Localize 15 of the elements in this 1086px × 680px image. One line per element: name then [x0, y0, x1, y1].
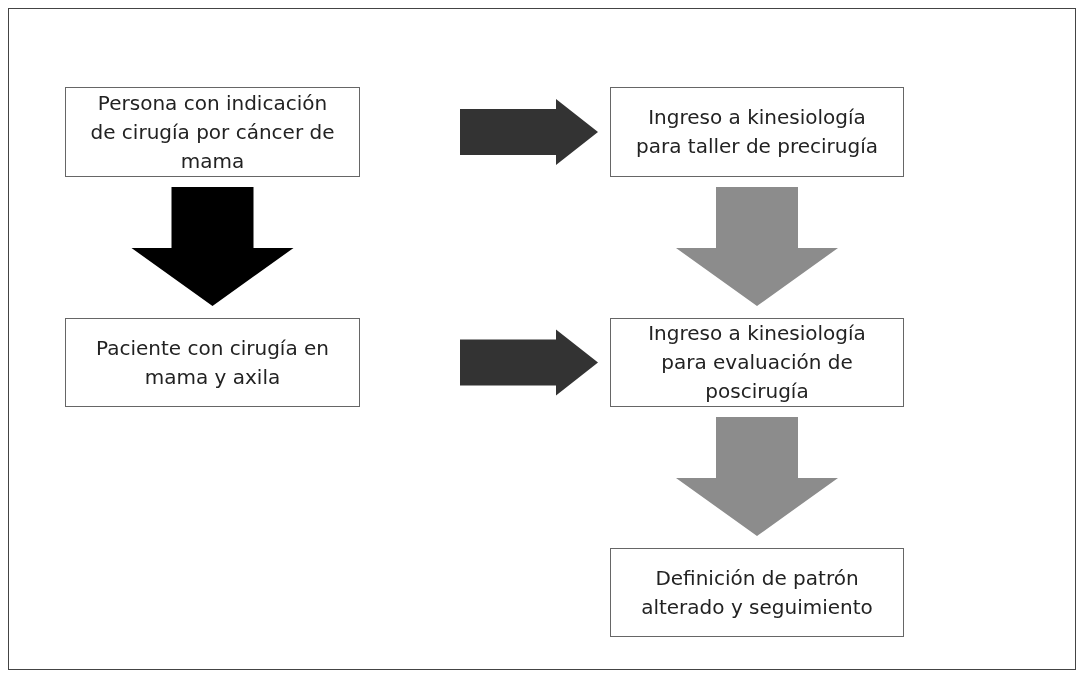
block-arrow	[131, 187, 294, 306]
process-box	[610, 318, 904, 407]
box-text: Paciente con cirugía en mama y axila	[95, 334, 330, 391]
block-arrow	[676, 187, 838, 306]
box-text: Ingreso a kinesiología para evaluación de poscirugía	[647, 320, 867, 405]
box-text: Ingreso a kinesiología para taller de precirugía	[635, 104, 879, 160]
block-arrow	[676, 417, 838, 536]
box-text: Definición de patrón alterado y seguimiento	[640, 564, 874, 621]
process-box	[65, 87, 360, 177]
process-box	[65, 318, 360, 407]
box-text: Persona con indicación de cirugía por cáncer de mama	[89, 89, 336, 175]
block-arrow	[460, 329, 598, 396]
block-arrow	[460, 99, 598, 165]
process-box	[610, 87, 904, 177]
process-box	[610, 548, 904, 637]
